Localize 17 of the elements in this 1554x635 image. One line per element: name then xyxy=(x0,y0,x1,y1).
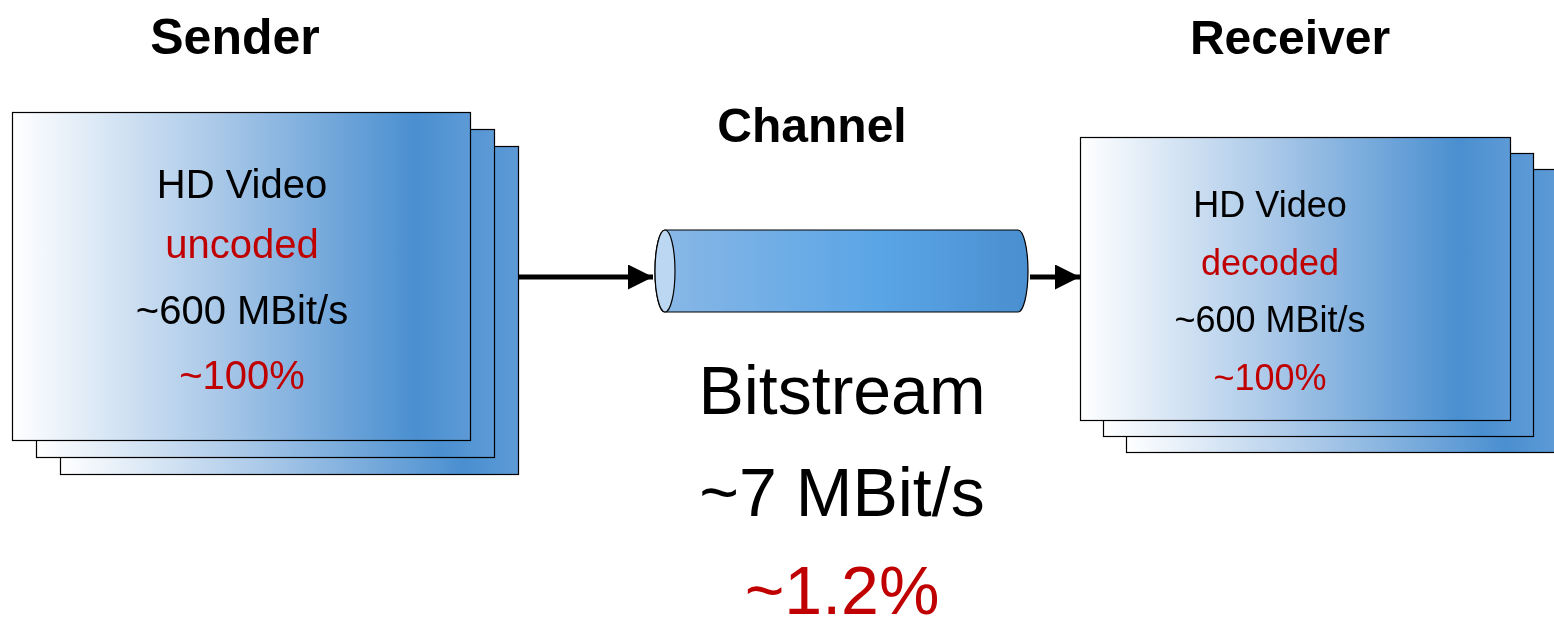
heading: Sender xyxy=(150,12,320,62)
bitstream-text: ~7 MBit/s xyxy=(699,458,985,526)
heading: Receiver xyxy=(1189,14,1391,62)
frame-text: HD Video xyxy=(1193,187,1347,223)
arrow xyxy=(518,264,653,290)
bitstream-text: Bitstream xyxy=(698,356,986,424)
bitstream-text: ~1.2% xyxy=(744,556,940,624)
heading: Channel xyxy=(717,102,907,150)
frame-text: HD Video xyxy=(156,164,328,204)
frame-text: ~100% xyxy=(1213,360,1327,396)
frame-text: ~100% xyxy=(179,355,305,395)
channel-cylinder xyxy=(653,228,1030,314)
frame-text: uncoded xyxy=(165,224,319,264)
frame-text: ~600 MBit/s xyxy=(1174,302,1366,338)
frame-text: ~600 MBit/s xyxy=(135,290,349,330)
frame-text: decoded xyxy=(1200,245,1340,281)
arrow xyxy=(1030,264,1080,290)
